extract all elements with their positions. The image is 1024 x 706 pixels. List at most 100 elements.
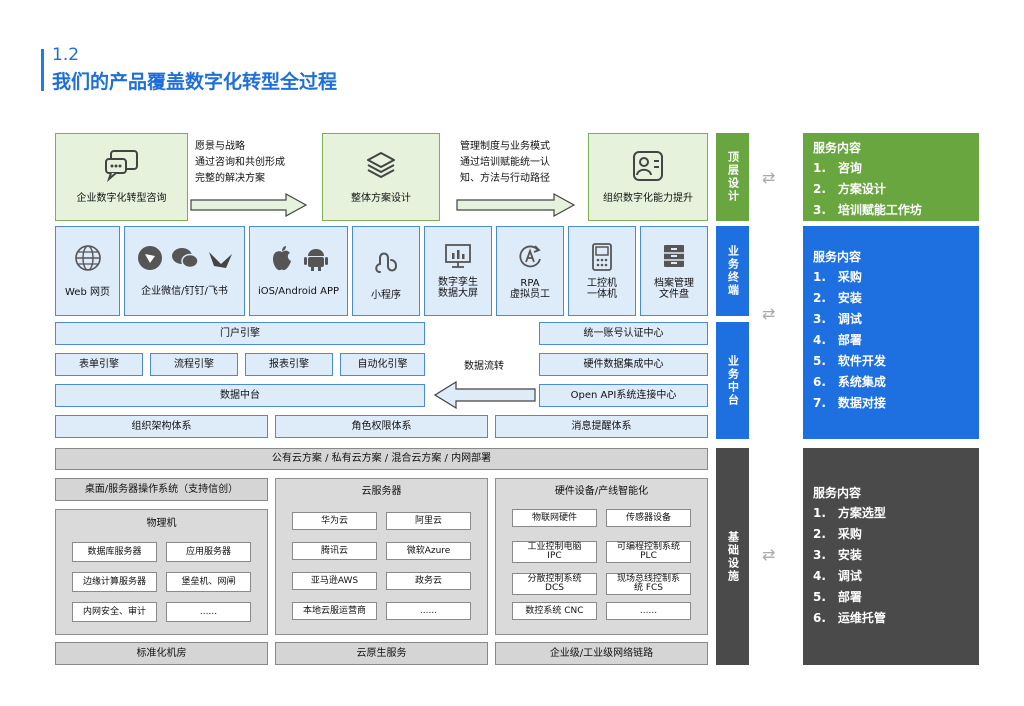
service-item: 6. 运维托管 xyxy=(813,608,969,629)
cloud-item: 本地云服运营商 xyxy=(292,602,377,620)
service-text: 方案选型 xyxy=(837,506,886,520)
service-text: 部署 xyxy=(837,333,862,347)
arrow1-line: 愿景与战略 xyxy=(195,141,245,152)
feishu-icon xyxy=(208,252,232,268)
hardware-item: 现场总线控制系 统 FCS xyxy=(606,573,691,595)
engine-process: 流程引擎 xyxy=(150,353,238,376)
globe-icon xyxy=(74,245,101,271)
cloud-server-panel: 云服务器 华为云 阿里云 腾讯云 微软Azure 亚马逊AWS 政务云 本地云服… xyxy=(275,478,488,635)
service-index: 4. xyxy=(813,569,826,583)
chat-icon xyxy=(104,150,138,183)
network-link: 企业级/工业级网络链路 xyxy=(495,642,708,665)
service-text: 咨询 xyxy=(837,161,862,175)
service-item: 6. 系统集成 xyxy=(813,372,969,393)
service-item: 5.软件开发 xyxy=(813,351,969,372)
service-item: 3. 调试 xyxy=(813,309,969,330)
arrow1-line: 完整的解决方案 xyxy=(195,173,265,184)
terminal-web: Web 网页 xyxy=(55,226,120,316)
terminal-label: 工控机 一体机 xyxy=(587,278,617,300)
panel-title: 硬件设备/产线智能化 xyxy=(554,486,649,497)
service-index: 1. xyxy=(813,506,826,520)
cloud-item: 亚马逊AWS xyxy=(292,572,377,590)
design-label: 整体方案设计 xyxy=(351,193,411,204)
service-index: 6. xyxy=(813,375,826,389)
physical-item: 数据库服务器 xyxy=(72,542,157,562)
arrow1-line: 通过咨询和共创形成 xyxy=(195,157,285,168)
service-item: 1. 方案选型 xyxy=(813,503,969,524)
service-index: 1. xyxy=(813,270,826,284)
physical-item: 边缘计算服务器 xyxy=(72,572,157,592)
arrow2-line: 知、方法与行动路径 xyxy=(460,173,550,184)
service-item: 3. 安装 xyxy=(813,545,969,566)
exchange-arrows-icon: ⇄ xyxy=(762,545,776,564)
service-title: 服务内容 xyxy=(813,141,862,155)
service-item: 7.数据对接 xyxy=(813,393,969,414)
service-text: 调试 xyxy=(837,312,862,326)
terminal-label: iOS/Android APP xyxy=(257,286,340,297)
service-text: 运维托管 xyxy=(837,611,886,625)
physical-item: 内网安全、审计 xyxy=(72,602,157,622)
cloud-item: 阿里云 xyxy=(386,512,471,530)
service-index: 3. xyxy=(813,312,826,326)
service-index: 2. xyxy=(813,182,826,196)
hardware-item: 物联网硬件 xyxy=(512,509,597,527)
terminal-archive: 档案管理 文件盘 xyxy=(640,226,708,316)
wecom-icon xyxy=(137,246,162,270)
apple-icon xyxy=(272,246,291,271)
hardware-item: 传感器设备 xyxy=(606,509,691,527)
service-index: 5. xyxy=(813,354,826,368)
service-panel-bottom: 服务内容 1.方案选型 2.采购 3.安装 4.调试 5.部署 6.运维托管 xyxy=(803,448,979,665)
os-box: 桌面/服务器操作系统（支持信创） xyxy=(55,478,268,501)
panel-title: 云服务器 xyxy=(361,486,402,497)
data-flow-label: 数据流转 xyxy=(464,361,504,372)
terminal-dashboard: 数字孪生 数据大屏 xyxy=(424,226,492,316)
service-index: 1. xyxy=(813,161,826,175)
archive-icon xyxy=(664,245,684,267)
service-text: 调试 xyxy=(837,569,862,583)
layer-top-design: 顶层设计 xyxy=(716,133,749,221)
cloud-item: 华为云 xyxy=(292,512,377,530)
service-text: 系统集成 xyxy=(837,375,886,389)
section-number: 1.2 xyxy=(52,45,80,65)
layer-infrastructure: 基础设施 xyxy=(716,448,749,665)
org-system: 组织架构体系 xyxy=(55,415,268,438)
arrow2-text: 管理制度与业务模式 通过培训赋能统一认 知、方法与行动路径 xyxy=(460,139,590,187)
service-item: 1.采购 xyxy=(813,267,969,288)
hardware-item: 工业控制电脑 IPC xyxy=(512,541,597,563)
service-text: 数据对接 xyxy=(837,396,886,410)
cloud-item: 政务云 xyxy=(386,572,471,590)
service-item: 1. 咨询 xyxy=(813,158,969,179)
service-item: 3.培训赋能工作坊 xyxy=(813,200,969,221)
consult-label: 企业数字化转型咨询 xyxy=(76,193,167,204)
rpa-icon xyxy=(519,245,541,268)
service-text: 部署 xyxy=(837,590,862,604)
standard-datacenter: 标准化机房 xyxy=(55,642,268,665)
layers-icon xyxy=(367,152,395,178)
exchange-arrows-icon: ⇄ xyxy=(762,168,776,187)
open-api-center: Open API系统连接中心 xyxy=(539,384,708,407)
page-title: 我们的产品覆盖数字化转型全过程 xyxy=(52,71,338,93)
terminal-messenger: 企业微信/钉钉/飞书 xyxy=(124,226,245,316)
role-permission-system: 角色权限体系 xyxy=(275,415,488,438)
service-title: 服务内容 xyxy=(813,486,862,500)
hardware-item: ...... xyxy=(606,602,691,620)
hardware-item: 数控系统 CNC xyxy=(512,602,597,620)
engine-form: 表单引擎 xyxy=(55,353,143,376)
engine-automation: 自动化引擎 xyxy=(340,353,425,376)
service-text: 安装 xyxy=(837,548,862,562)
messenger-icons xyxy=(136,244,234,272)
arrow2-line: 管理制度与业务模式 xyxy=(460,141,550,152)
service-text: 安装 xyxy=(837,291,862,305)
hardware-item: 分散控制系统 DCS xyxy=(512,573,597,595)
portal-engine: 门户引擎 xyxy=(55,322,425,345)
hardware-integration-center: 硬件数据集成中心 xyxy=(539,353,708,376)
hardware-item: 可编程控制系统 PLC xyxy=(606,541,691,563)
service-item: 2.安装 xyxy=(813,288,969,309)
service-panel-top: 服务内容 1.咨询 2.方案设计 3.培训赋能工作坊 xyxy=(803,133,979,221)
service-index: 6. xyxy=(813,611,826,625)
service-text: 采购 xyxy=(837,527,862,541)
terminal-label: 数字孪生 数据大屏 xyxy=(438,277,478,299)
service-index: 3. xyxy=(813,548,826,562)
terminal-label: 企业微信/钉钉/飞书 xyxy=(141,286,228,297)
improve-box: 组织数字化能力提升 xyxy=(588,133,708,221)
